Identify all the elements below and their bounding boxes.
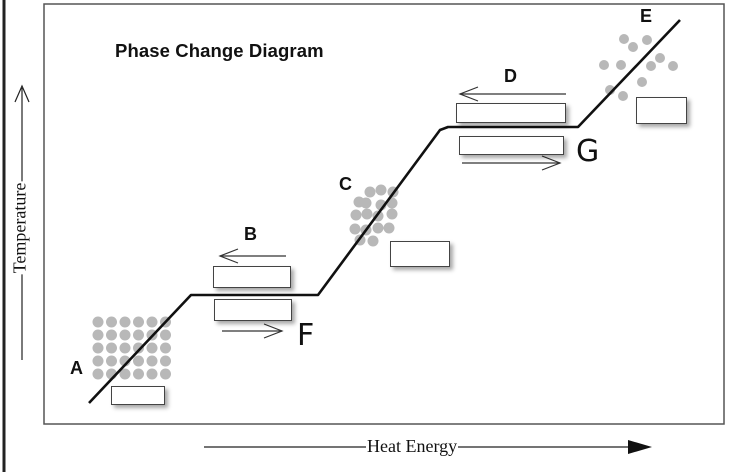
solid-particle [133, 368, 144, 380]
solid-particle [146, 316, 158, 328]
liquid-particle [349, 223, 361, 235]
gas-particle [637, 77, 647, 87]
solid-particle [133, 342, 144, 354]
plot-frame [43, 3, 725, 425]
gas-particle [655, 53, 665, 63]
solid-particle [92, 316, 104, 328]
label-c: C [339, 174, 352, 194]
solid-particle [92, 329, 104, 341]
solid-particle [133, 316, 144, 328]
gas-particle [668, 61, 678, 71]
liquid-particle [386, 208, 398, 220]
solid-particle [160, 329, 171, 341]
arrow-right-f [222, 323, 284, 339]
heating-curve [88, 19, 681, 404]
solid-particle [160, 355, 171, 367]
solid-particle [119, 342, 131, 354]
answer-box-e[interactable] [636, 97, 687, 124]
gas-particle [599, 60, 609, 70]
particles-gas-e [599, 34, 678, 101]
answer-box-d-upper[interactable] [456, 103, 566, 123]
liquid-particle [361, 208, 373, 220]
arrow-left-b [218, 248, 286, 264]
handwritten-label-g: G [576, 134, 600, 169]
x-axis-label: Heat Energy [366, 436, 459, 457]
solid-particle [106, 342, 117, 354]
liquid-particle [364, 186, 376, 198]
liquid-particle [383, 222, 395, 234]
label-e: E [640, 6, 653, 26]
solid-particle [106, 316, 117, 328]
gas-particle [642, 35, 652, 45]
label-b: B [244, 224, 257, 244]
label-a: A [70, 358, 83, 378]
solid-particle [92, 355, 104, 367]
solid-particle [119, 316, 131, 328]
gas-particle [618, 91, 628, 101]
liquid-particle [367, 235, 379, 247]
solid-particle [119, 329, 131, 341]
solid-particle [146, 355, 158, 367]
solid-particle [133, 329, 144, 341]
label-d: D [504, 66, 517, 86]
liquid-particle [372, 222, 384, 234]
solid-particle [146, 368, 158, 380]
gas-particle [646, 61, 656, 71]
answer-box-a[interactable] [111, 386, 165, 405]
gas-particle [628, 42, 638, 52]
solid-particle [119, 368, 131, 380]
answer-box-d-lower[interactable] [459, 136, 564, 155]
solid-particle [160, 342, 171, 354]
liquid-particle [350, 209, 362, 221]
arrow-left-d [458, 86, 566, 102]
particles-liquid-c [349, 184, 399, 247]
solid-particle [92, 368, 104, 380]
particles-solid-a [92, 316, 171, 380]
handwritten-label-f: F [297, 318, 315, 353]
answer-box-c[interactable] [390, 241, 450, 267]
solid-particle [92, 342, 104, 354]
liquid-particle [375, 184, 387, 196]
arrow-right-g [462, 155, 562, 171]
solid-particle [106, 355, 117, 367]
gas-particle [619, 34, 629, 44]
solid-particle [133, 355, 144, 367]
solid-particle [146, 342, 158, 354]
answer-box-b-lower[interactable] [214, 299, 292, 321]
gas-particle [616, 60, 626, 70]
y-axis-label: Temperature [9, 181, 31, 275]
liquid-particle [360, 197, 372, 209]
solid-particle [106, 329, 117, 341]
answer-box-b-upper[interactable] [213, 266, 291, 288]
diagram-title: Phase Change Diagram [115, 40, 324, 61]
solid-particle [160, 368, 171, 380]
